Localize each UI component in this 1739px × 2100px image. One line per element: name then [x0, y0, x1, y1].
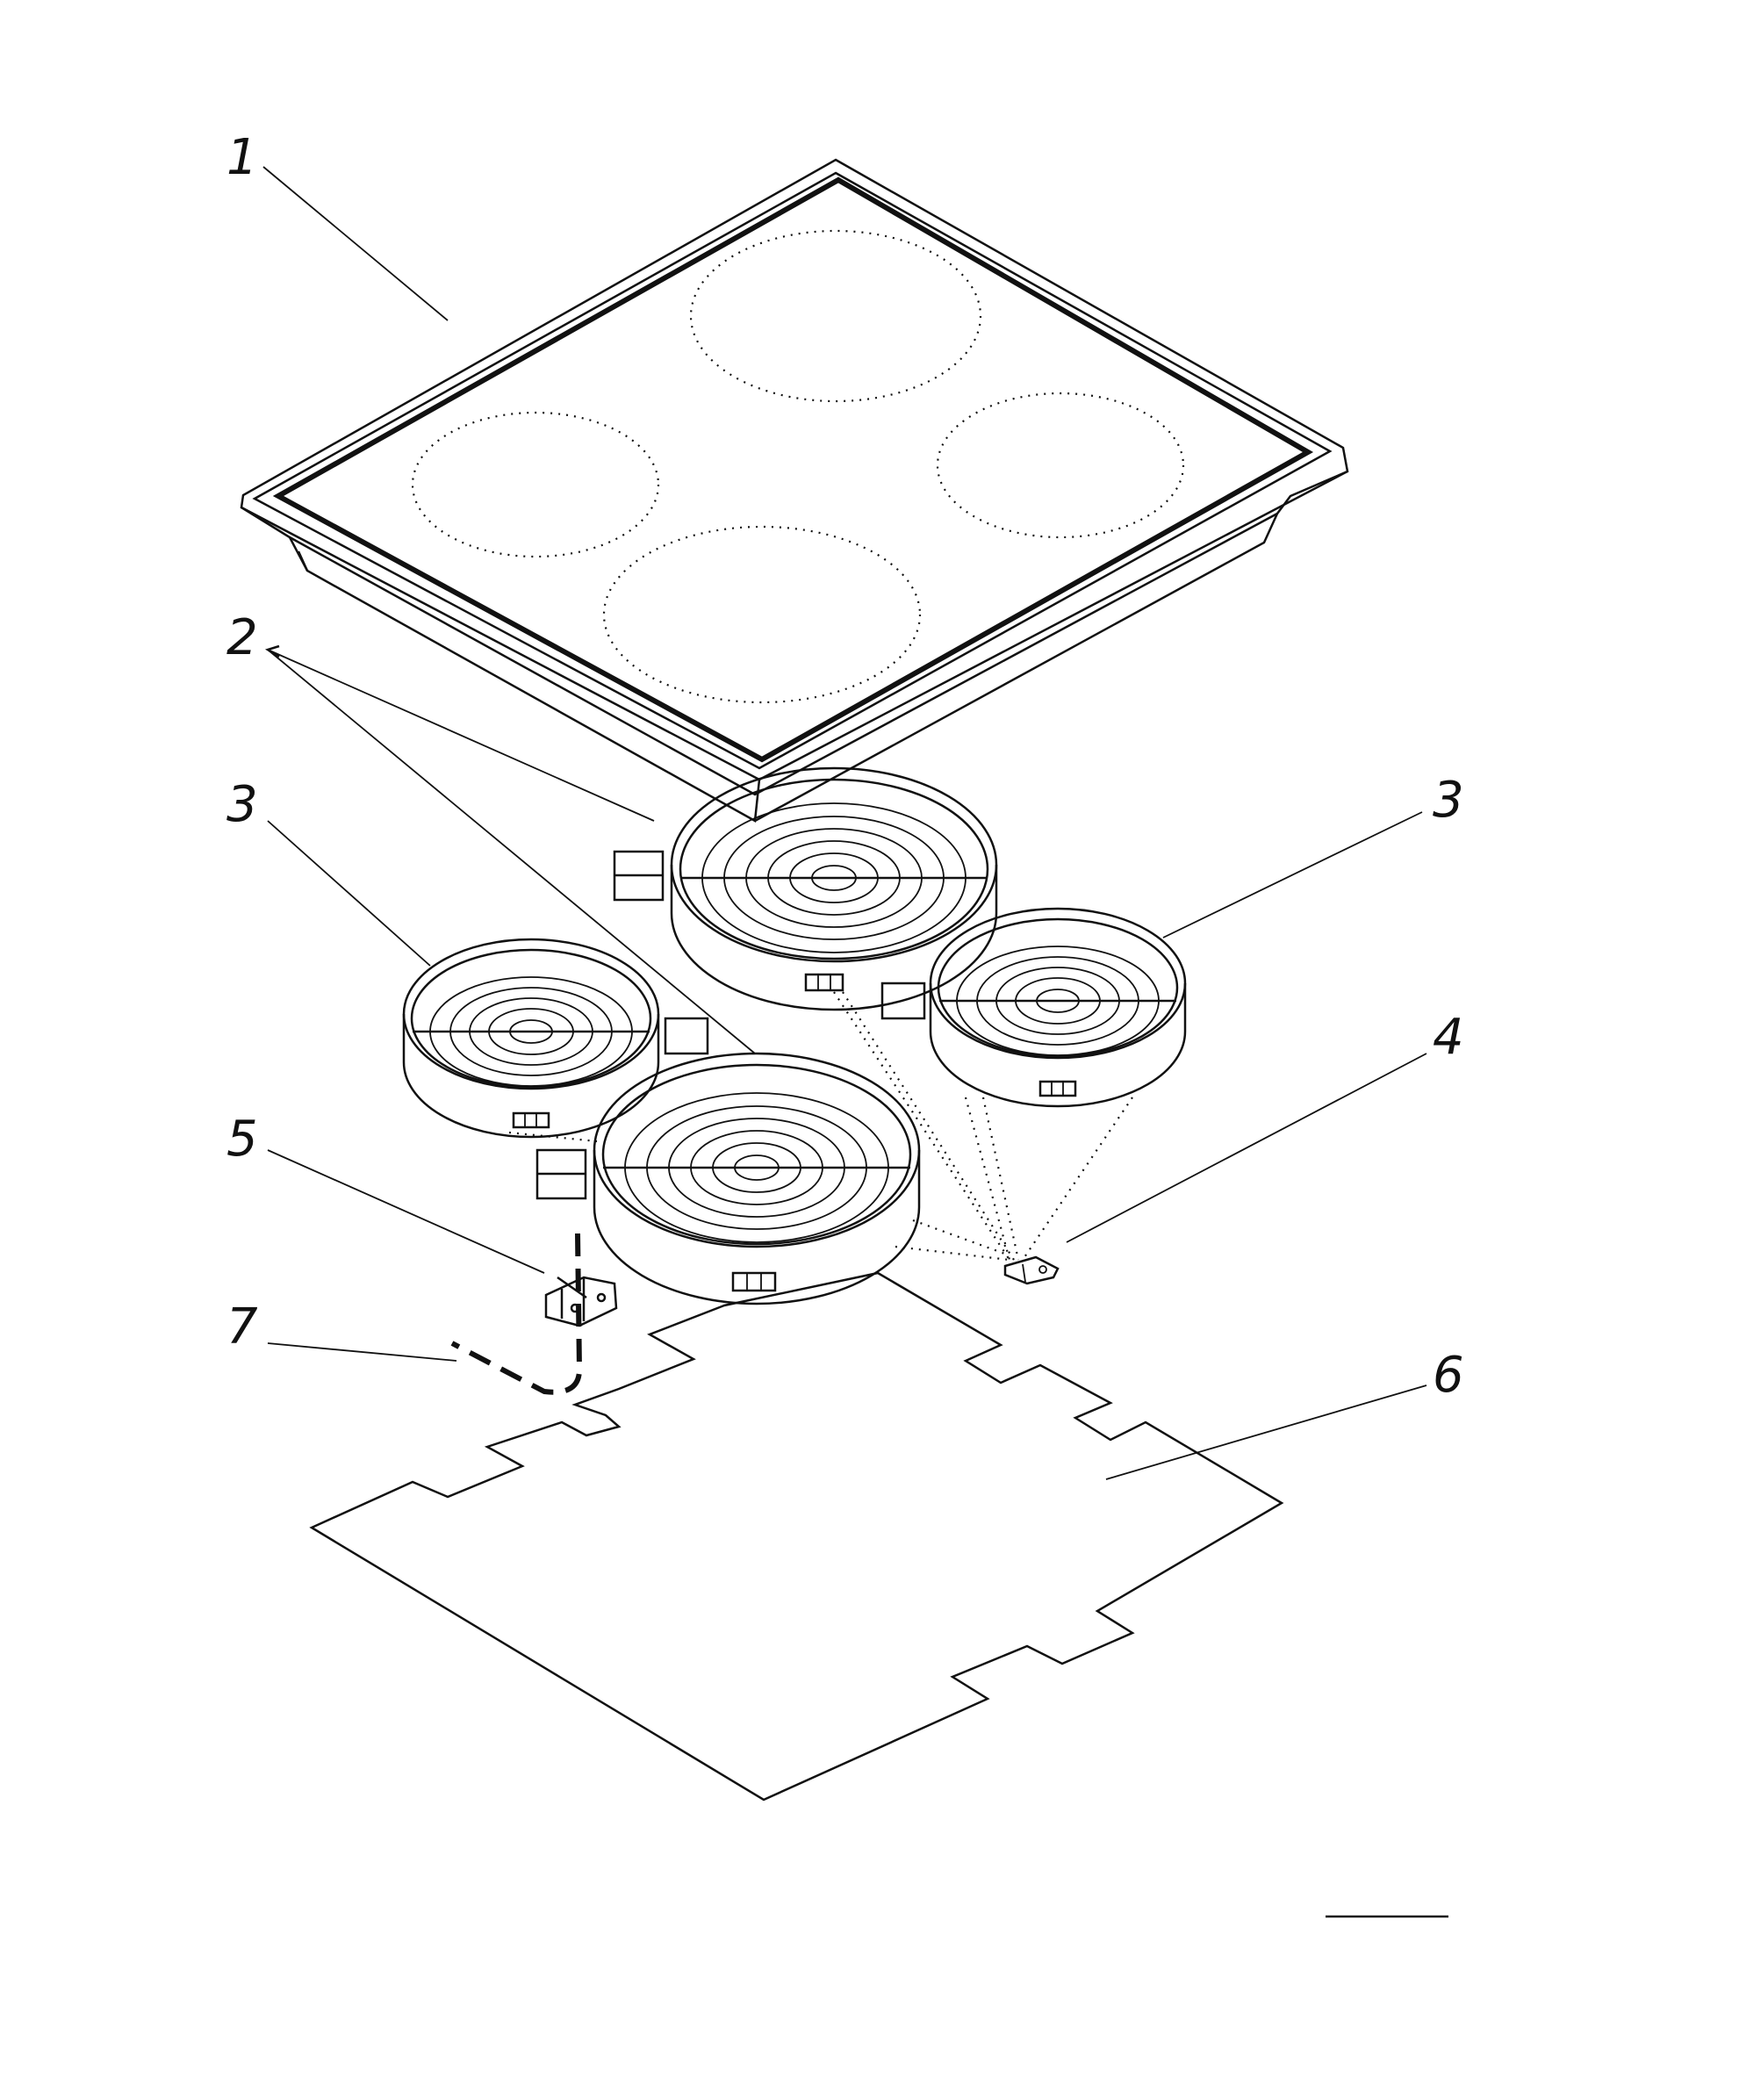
callout-5: 5: [226, 1111, 258, 1168]
callout-7: 7: [226, 1298, 258, 1356]
leader-2-lower: [267, 649, 756, 1054]
leader-1: [262, 166, 449, 321]
callout-3-left: 3: [226, 776, 258, 833]
leader-7: [267, 1342, 457, 1362]
heating-zone-rear-right: [936, 392, 1185, 539]
heating-element-small-left: [402, 938, 709, 1139]
heating-element-small-right: [880, 907, 1187, 1108]
leader-4: [1066, 1053, 1427, 1243]
heating-element-large-front: [535, 1052, 921, 1305]
hob-top-outer: [240, 158, 1349, 781]
insulation-gap-hidden: [723, 1272, 879, 1306]
hob-top-border: [272, 176, 1314, 763]
connector-part-5: [544, 1276, 618, 1327]
bracket-part-4: [1003, 1255, 1060, 1285]
callout-2: 2: [226, 609, 258, 666]
leader-6: [1105, 1384, 1427, 1480]
hob-glass-top: [240, 158, 1349, 823]
leader-5: [267, 1149, 545, 1274]
thermostat-box-left: [664, 1017, 709, 1055]
insulation-sheet-part-6: [309, 1271, 1284, 1802]
terminal-block-right: [1038, 1080, 1077, 1097]
callout-6: 6: [1433, 1347, 1464, 1404]
cable-part-7: [450, 1233, 583, 1395]
terminal-block-left: [512, 1111, 550, 1129]
hob-frame-corner: [297, 550, 309, 572]
heating-element-large-rear: [613, 766, 998, 1011]
hob-top-rim-edge: [252, 171, 1333, 770]
leader-lines: [262, 166, 1427, 1480]
thermostat-box-right: [880, 982, 926, 1020]
callout-3-right: 3: [1433, 772, 1464, 829]
terminal-block-front: [731, 1271, 777, 1292]
arrow-head-2: [264, 644, 280, 658]
leader-2-upper: [267, 649, 655, 822]
heating-zone-rear-left: [689, 229, 982, 403]
heating-zone-front-left: [411, 411, 660, 558]
wiring-dotted: [508, 991, 1133, 1262]
callout-4: 4: [1433, 1009, 1464, 1066]
leader-3-right: [1162, 811, 1423, 939]
hob-frame-right: [754, 513, 1279, 823]
leader-3-left: [267, 820, 431, 967]
terminal-block-rear: [804, 973, 844, 992]
callout-1: 1: [226, 129, 258, 186]
heating-zone-front-right: [602, 525, 922, 704]
